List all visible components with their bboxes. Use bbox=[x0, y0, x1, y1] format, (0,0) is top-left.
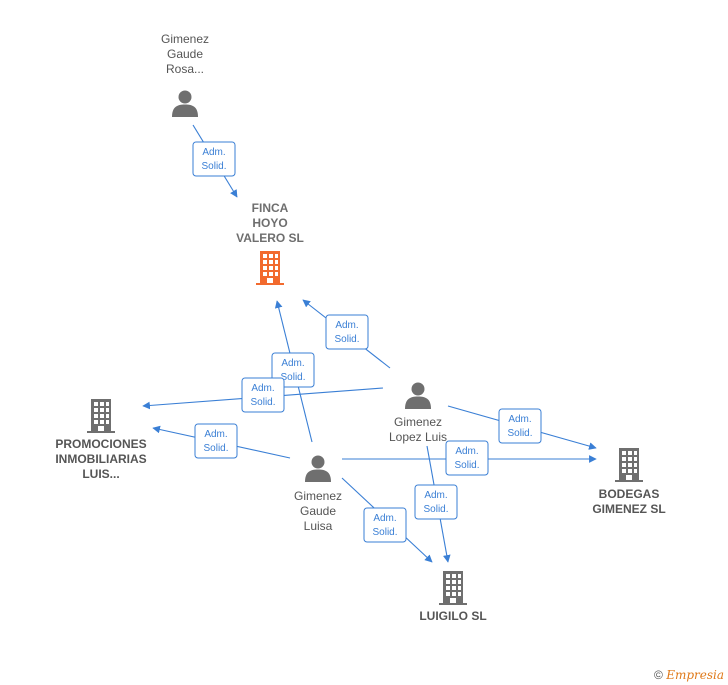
relation-label-line: Solid. bbox=[507, 428, 532, 439]
node-label-line: Lopez Luis bbox=[389, 430, 447, 444]
empresia-logo: Empresia bbox=[666, 668, 724, 682]
relation-label-luisa-to-promociones[interactable]: Adm. Solid. bbox=[194, 423, 238, 459]
relation-label-line: Solid. bbox=[372, 527, 397, 538]
relation-label-line: Solid. bbox=[203, 443, 228, 454]
copyright-icon: © bbox=[654, 668, 663, 682]
person-icon bbox=[405, 382, 431, 409]
building-icon bbox=[87, 399, 115, 433]
relation-label-line: Solid. bbox=[423, 504, 448, 515]
relation-label-line: Adm. bbox=[202, 147, 225, 158]
relation-label-box bbox=[192, 141, 236, 177]
relation-label-box bbox=[445, 440, 489, 476]
building-icon bbox=[256, 251, 284, 285]
relation-label-line: Adm. bbox=[251, 383, 274, 394]
node-label-line: LUIGILO SL bbox=[419, 609, 486, 623]
relation-label-line: Solid. bbox=[454, 460, 479, 471]
empresia-credit[interactable]: © Empresia bbox=[654, 668, 724, 682]
node-label-line: Gaude bbox=[167, 47, 203, 61]
building-icon bbox=[439, 571, 467, 605]
relation-label-box bbox=[498, 408, 542, 444]
relation-label-box bbox=[414, 484, 458, 520]
building-icon bbox=[615, 448, 643, 482]
relation-label-box bbox=[194, 423, 238, 459]
relation-label-box bbox=[325, 314, 369, 350]
relation-label-luis-to-promociones[interactable]: Adm. Solid. bbox=[241, 377, 285, 413]
node-label-line: Gaude bbox=[300, 504, 336, 518]
person-icon bbox=[172, 90, 198, 117]
node-label-line: HOYO bbox=[252, 216, 287, 230]
relation-label-line: Solid. bbox=[250, 397, 275, 408]
relation-label-line: Solid. bbox=[334, 334, 359, 345]
node-rosa[interactable]: GimenezGaudeRosa... bbox=[161, 32, 209, 117]
relation-label-line: Adm. bbox=[424, 490, 447, 501]
node-label-line: FINCA bbox=[252, 201, 289, 215]
node-label-line: LUIS... bbox=[82, 467, 119, 481]
relation-label-luis-to-finca[interactable]: Adm. Solid. bbox=[325, 314, 369, 350]
node-label-line: Gimenez bbox=[294, 489, 342, 503]
node-label-line: Gimenez bbox=[161, 32, 209, 46]
relation-label-luis-to-luigilo[interactable]: Adm. Solid. bbox=[414, 484, 458, 520]
node-luigilo[interactable]: LUIGILO SL bbox=[419, 571, 487, 623]
node-label-line: GIMENEZ SL bbox=[592, 502, 665, 516]
relation-label-rosa-to-finca[interactable]: Adm. Solid. bbox=[192, 141, 236, 177]
node-label-line: PROMOCIONES bbox=[55, 437, 146, 451]
node-label-line: Gimenez bbox=[394, 415, 442, 429]
node-label-line: Luisa bbox=[304, 519, 333, 533]
relation-label-line: Adm. bbox=[508, 414, 531, 425]
relation-label-line: Adm. bbox=[455, 446, 478, 457]
relation-label-line: Adm. bbox=[204, 429, 227, 440]
relation-label-line: Solid. bbox=[201, 161, 226, 172]
relation-label-luis-to-bodegas[interactable]: Adm. Solid. bbox=[498, 408, 542, 444]
relation-label-box bbox=[241, 377, 285, 413]
node-label-line: VALERO SL bbox=[236, 231, 304, 245]
node-label-line: Rosa... bbox=[166, 62, 204, 76]
relation-label-line: Adm. bbox=[373, 513, 396, 524]
node-label-line: BODEGAS bbox=[599, 487, 660, 501]
relation-label-line: Solid. bbox=[280, 372, 305, 383]
relation-label-line: Adm. bbox=[335, 320, 358, 331]
node-label-line: INMOBILIARIAS bbox=[55, 452, 146, 466]
node-promociones[interactable]: PROMOCIONESINMOBILIARIASLUIS... bbox=[55, 399, 147, 481]
relation-label-luisa-to-bodegas[interactable]: Adm. Solid. bbox=[445, 440, 489, 476]
relation-label-luisa-to-luigilo[interactable]: Adm. Solid. bbox=[363, 507, 407, 543]
relation-label-line: Adm. bbox=[281, 358, 304, 369]
relation-label-box bbox=[363, 507, 407, 543]
person-icon bbox=[305, 455, 331, 482]
